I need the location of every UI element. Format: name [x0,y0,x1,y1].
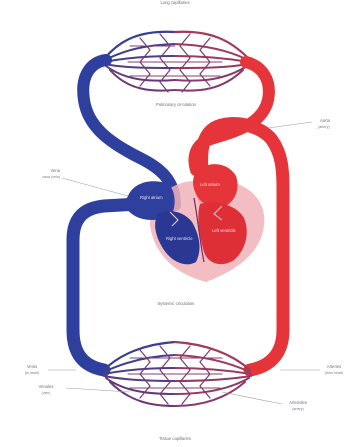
lung-capillary-mesh [140,34,210,92]
arterioles-leader [222,392,282,404]
aorta-sublabel: (artery) [318,125,330,129]
venules-label: Venules [39,384,54,389]
tissue-capillary-mesh [128,358,222,388]
vena-cava-label: Vena [50,168,60,173]
systemic-circulation-label: Systemic circulation [157,301,195,306]
vena-cava [73,204,140,370]
right-ventricle-label: Right ventricle [166,236,193,241]
tissue-capillary-vessel [175,368,251,374]
left-ventricle-label: Left ventricle [212,228,236,233]
veins-sublabel: (to heart) [25,371,40,375]
heart: Right atrium Right ventricle Left atrium… [125,164,264,282]
veins-label: Veins [27,364,37,369]
aorta-label: Aorta [320,118,331,123]
arteries-sublabel: (from heart) [325,371,344,375]
vena-cava-leader [62,178,128,196]
venules-sublabel: (vein) [42,391,51,395]
tissue-capillaries-label: Tissue capillaries [159,436,191,441]
tissue-capillary-bed [104,342,251,406]
arteries-label: Arteries [327,364,341,369]
lung-capillary-vessel [175,64,249,68]
lung-capillary-vessel [175,56,249,62]
right-atrium-label: Right atrium [140,195,163,200]
pulmonary-circulation-label: Pulmonary circulation [156,102,197,107]
lung-capillary-vessel [104,64,175,68]
tissue-capillary-vessel [104,376,175,381]
lung-capillary-bed [104,32,249,92]
lung-capillary-mesh [128,46,222,76]
arterioles-sublabel: (artery) [292,407,304,411]
lung-capillary-vessel [104,56,175,62]
lung-capillaries-label: Lung capillaries [160,0,189,5]
aorta-leader [268,122,312,128]
tissue-capillary-vessel [175,376,251,381]
left-atrium-label: Left atrium [200,182,220,187]
tissue-capillary-vessel [104,368,175,374]
arterioles-label: Arterioles [289,400,307,405]
vena-cava-sublabel: cava (vein) [42,175,60,179]
